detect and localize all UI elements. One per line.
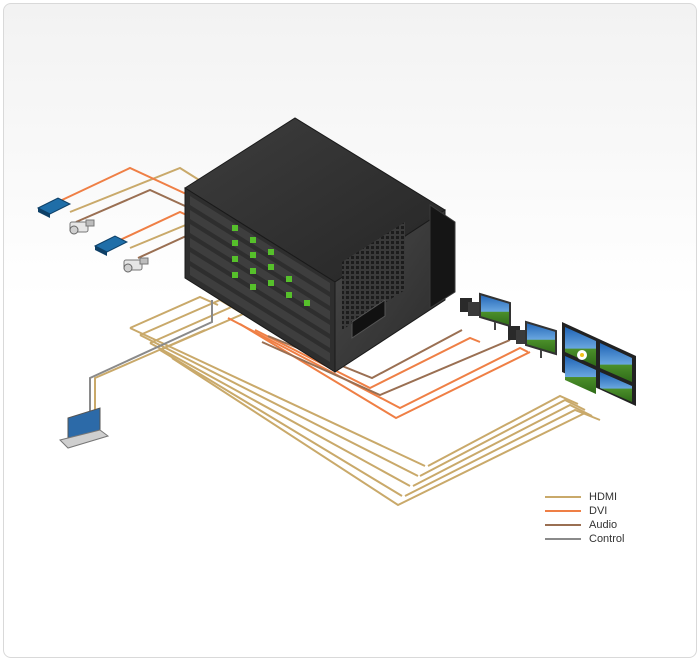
matrix-switch-chassis [184, 117, 456, 373]
io-cards [190, 196, 330, 362]
dvi-swatch [545, 510, 581, 512]
control-cable [89, 300, 213, 418]
legend-label-control: Control [589, 533, 625, 545]
control-laptop [59, 407, 110, 449]
legend-label-dvi: DVI [589, 505, 608, 517]
legend-label-audio: Audio [589, 519, 618, 531]
media-player-2 [93, 235, 129, 256]
camera-2 [123, 257, 149, 273]
monitor-1 [479, 292, 511, 330]
camera-1 [69, 219, 95, 235]
monitor-2 [525, 320, 557, 358]
hdmi-swatch [545, 496, 581, 498]
control-swatch [545, 538, 581, 540]
legend-label-hdmi: HDMI [589, 491, 618, 503]
dvi-cable-source1 [61, 166, 211, 206]
speaker-1 [460, 298, 480, 316]
audio-swatch [545, 524, 581, 526]
media-player-1 [36, 197, 72, 218]
video-wall [562, 322, 636, 406]
